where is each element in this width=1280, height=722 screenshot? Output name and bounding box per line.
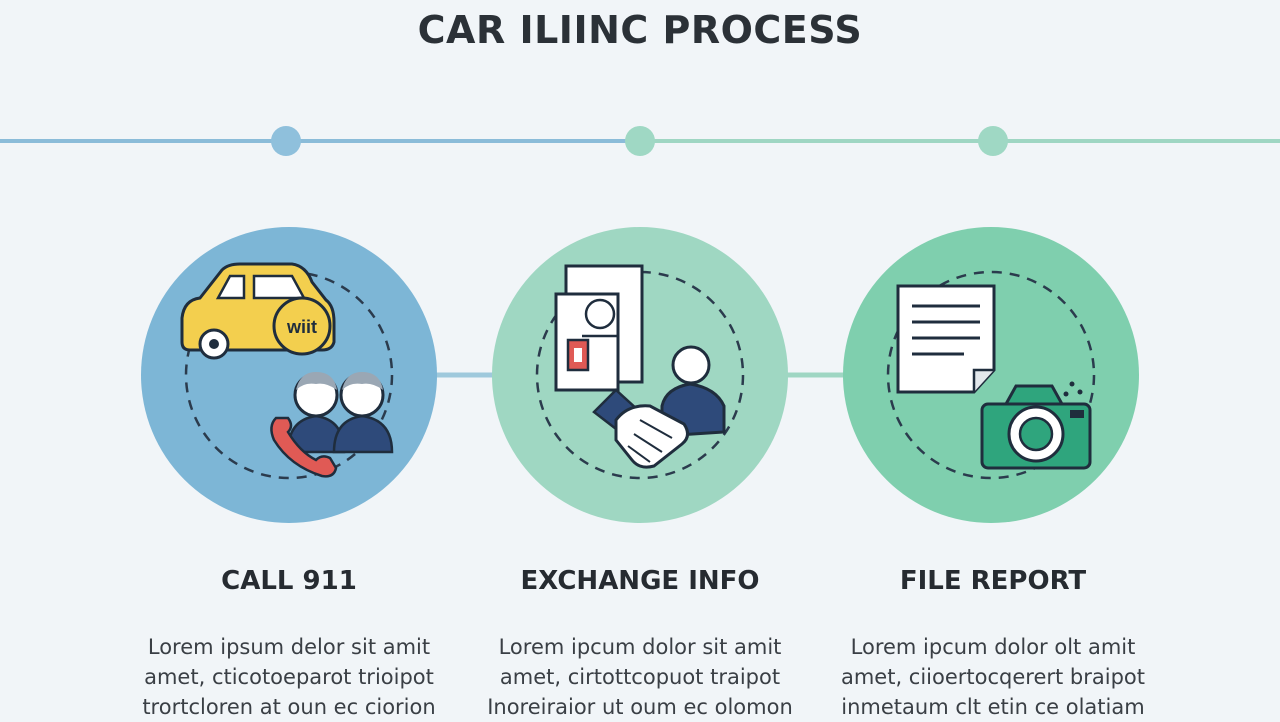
report-document-icon <box>896 284 996 394</box>
step-desc-line: inmetaum clt etin ce olatiam <box>841 695 1145 719</box>
step-title-call: CALL 911 <box>221 566 357 596</box>
step-title-report: FILE REPORT <box>899 566 1087 596</box>
step-desc-line: Lorem ipcum dolor olt amit <box>850 635 1136 659</box>
step-desc-line: trortcloren at oun ec ciorion <box>142 695 436 719</box>
step-3-illustration <box>843 227 1139 523</box>
step-1-illustration: wiit <box>141 227 437 523</box>
step-2-dashed-ring <box>535 270 745 480</box>
step-desc-line: amet, ciioertocqerert braipot <box>840 665 1146 689</box>
step-title-exchange: EXCHANGE INFO <box>520 566 760 596</box>
step-desc-line: Inoreiraior ut oum ec olomon <box>487 695 793 719</box>
step-2-illustration <box>492 227 788 523</box>
badge-icon: wiit <box>272 296 332 356</box>
step-desc-exchange: Lorem ipcum dolor sit amit amet, cirtott… <box>470 632 810 722</box>
step-desc-line: Lorem ipcum dolor sit amit <box>498 635 782 659</box>
step-desc-line: amet, cirtottcopuot traipot <box>499 665 781 689</box>
page-title: CAR ILIINC PROCESS <box>417 8 863 52</box>
step-desc-report: Lorem ipcum dolor olt amit amet, ciioert… <box>823 632 1163 722</box>
badge-text: wiit <box>286 317 317 337</box>
step-1-dashed-ring <box>184 270 394 480</box>
phone-icon <box>270 416 338 478</box>
step-desc-line: amet, cticotoeparot trioipot <box>144 665 434 689</box>
step-desc-call: Lorem ipsum delor sit amit amet, cticoto… <box>119 632 459 722</box>
people-icon <box>286 372 394 454</box>
step-3-dashed-ring <box>886 270 1096 480</box>
document-icon <box>554 264 644 392</box>
person-icon <box>660 345 726 438</box>
camera-icon <box>980 381 1092 470</box>
handshake-icon <box>592 388 689 469</box>
step-desc-line: Lorem ipsum delor sit amit <box>147 635 431 659</box>
